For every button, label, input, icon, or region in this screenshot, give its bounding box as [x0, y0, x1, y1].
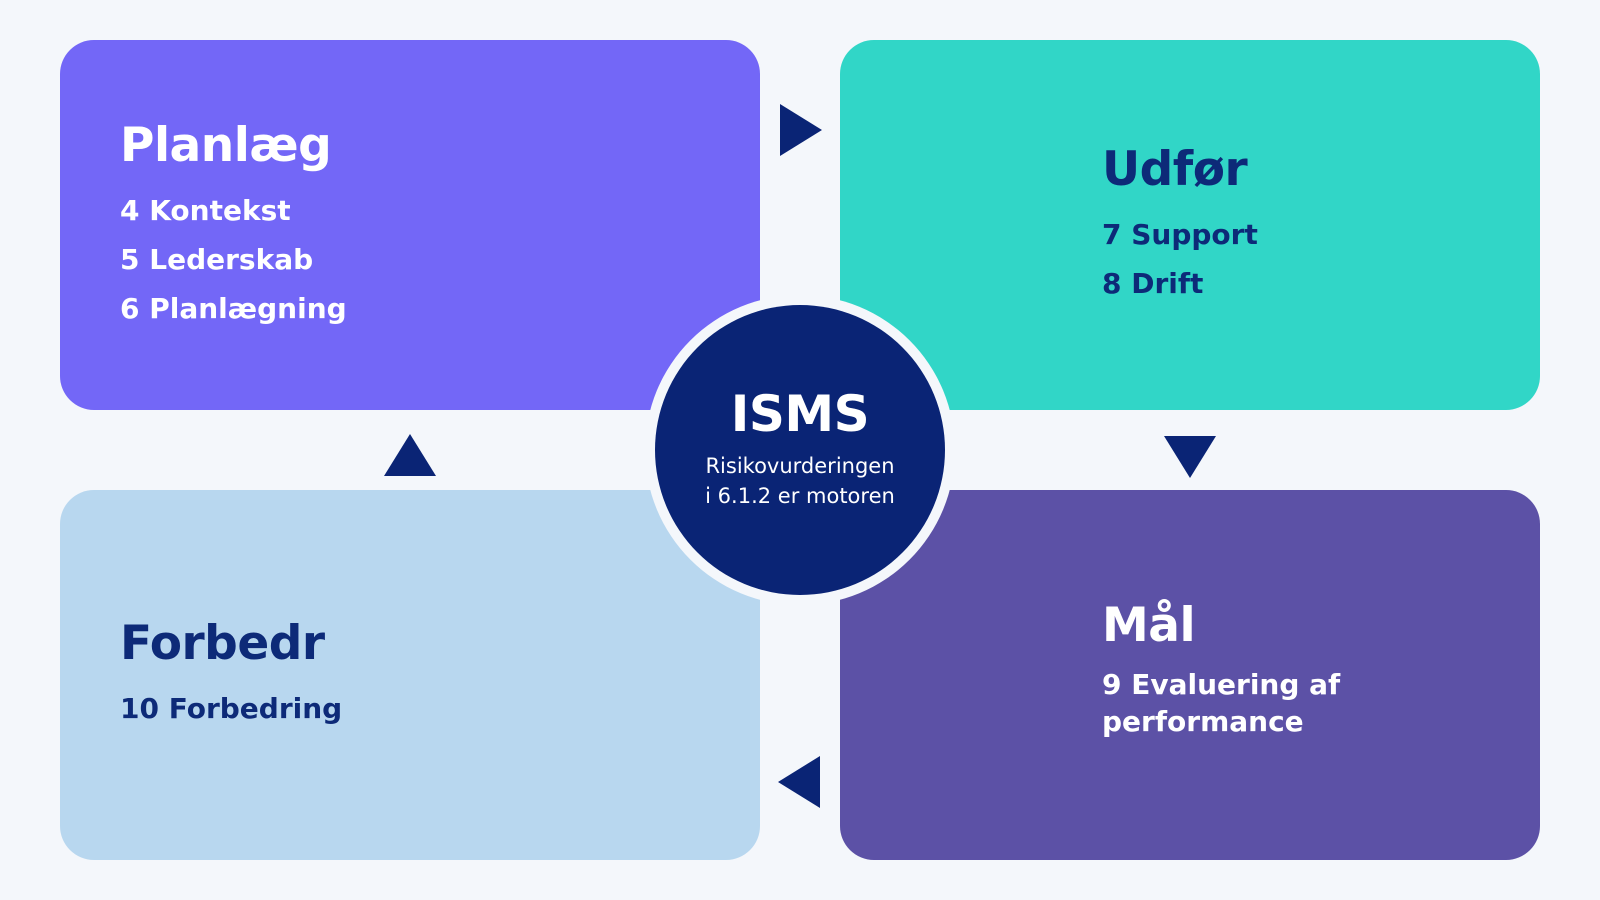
- quadrant-act-title: Forbedr: [120, 616, 325, 671]
- list-item: 5 Lederskab: [120, 243, 314, 276]
- center-title: ISMS: [730, 385, 870, 443]
- quadrant-act-items: 10 Forbedring: [120, 684, 720, 733]
- quadrant-do-content: Udfør 7 Support 8 Drift: [1102, 142, 1500, 308]
- arrow-down-icon: [1164, 436, 1216, 478]
- quadrant-act-content: Forbedr 10 Forbedring: [120, 616, 720, 733]
- quadrant-do-items: 7 Support 8 Drift: [1102, 210, 1500, 308]
- quadrant-check-items: 9 Evaluering af performance: [1102, 666, 1500, 740]
- quadrant-check-title: Mål: [1102, 598, 1196, 653]
- quadrant-do-title: Udfør: [1102, 142, 1248, 197]
- quadrant-plan-content: Planlæg 4 Kontekst 5 Lederskab 6 Planlæg…: [120, 118, 720, 333]
- arrow-up-icon: [384, 434, 436, 476]
- arrow-right-icon: [780, 104, 822, 156]
- quadrant-check: Mål 9 Evaluering af performance: [840, 490, 1540, 860]
- quadrant-plan: Planlæg 4 Kontekst 5 Lederskab 6 Planlæg…: [60, 40, 760, 410]
- list-item: 7 Support: [1102, 218, 1258, 251]
- center-subtitle-line-2: i 6.1.2 er motoren: [705, 484, 895, 508]
- list-item: 6 Planlægning: [120, 292, 347, 325]
- quadrant-check-content: Mål 9 Evaluering af performance: [1102, 598, 1500, 740]
- quadrant-act: Forbedr 10 Forbedring: [60, 490, 760, 860]
- center-subtitle-line-1: Risikovurderingen: [705, 454, 895, 478]
- quadrant-plan-items: 4 Kontekst 5 Lederskab 6 Planlægning: [120, 186, 720, 333]
- list-item: 4 Kontekst: [120, 194, 291, 227]
- quadrant-plan-title: Planlæg: [120, 118, 332, 173]
- list-item: 8 Drift: [1102, 267, 1204, 300]
- center-circle: ISMS Risikovurderingen i 6.1.2 er motore…: [655, 305, 945, 595]
- list-item: 10 Forbedring: [120, 692, 343, 725]
- list-item: 9 Evaluering af performance: [1102, 668, 1341, 738]
- arrow-left-icon: [778, 756, 820, 808]
- quadrant-do: Udfør 7 Support 8 Drift: [840, 40, 1540, 410]
